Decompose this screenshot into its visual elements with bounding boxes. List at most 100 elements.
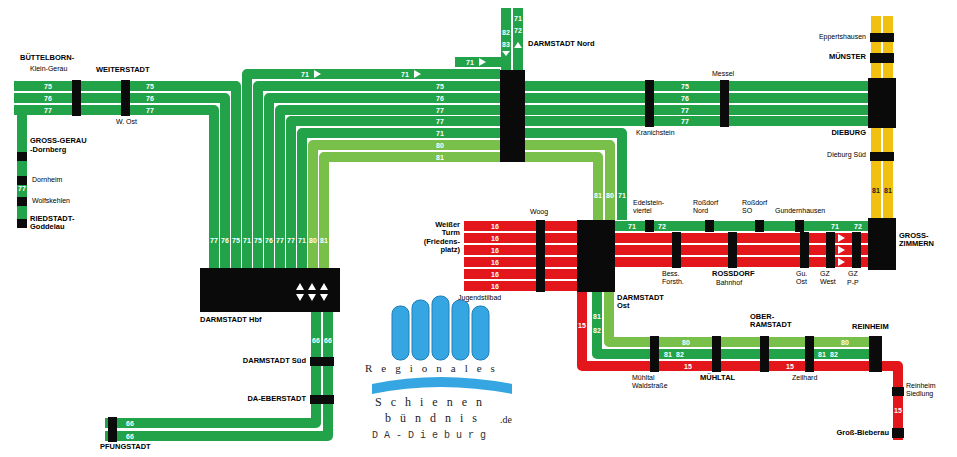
station-marker xyxy=(17,176,27,185)
line-number: 77 xyxy=(44,107,52,114)
station-marker xyxy=(672,232,681,268)
direction-arrow xyxy=(320,294,328,301)
track-lane xyxy=(464,245,580,255)
line-number: 82 xyxy=(593,327,601,334)
station-hub: DARMSTADT Ost xyxy=(577,220,615,292)
direction-arrow xyxy=(296,283,304,290)
track-lane xyxy=(324,157,598,268)
line-number: 81 xyxy=(320,237,328,244)
station-name: MÜNSTER xyxy=(829,53,866,61)
station-marker xyxy=(72,80,81,116)
line-number: 80 xyxy=(841,339,849,346)
station-name: Dornheim xyxy=(32,176,62,184)
track-lane xyxy=(883,128,893,218)
station-name: Gu. Ost xyxy=(796,270,807,285)
line-number: 15 xyxy=(894,407,902,414)
direction-arrow xyxy=(314,70,321,78)
track-lane xyxy=(615,221,868,231)
station-name: RIEDSTADT- Goddelau xyxy=(30,215,74,232)
logo-finger xyxy=(412,300,429,360)
station-name: DA-EBERSTADT xyxy=(247,395,306,403)
track-lane xyxy=(513,8,523,72)
station-marker xyxy=(892,387,904,396)
logo-band xyxy=(372,377,512,394)
station-name: DARMSTADT Süd xyxy=(243,357,306,365)
line-number: 71 xyxy=(831,223,839,230)
station-name: Roßdorf SO xyxy=(742,199,767,214)
station-marker xyxy=(826,232,835,268)
line-number: 66 xyxy=(126,420,134,427)
station-name: GROSS-ZIMMERN xyxy=(899,232,947,249)
line-number: 66 xyxy=(324,337,332,344)
station-marker xyxy=(17,219,27,228)
track-bundle xyxy=(247,74,500,268)
track-lane xyxy=(525,105,868,115)
line-number: 81 xyxy=(872,187,880,194)
line-number: 82 xyxy=(502,29,510,36)
line-number: 77 xyxy=(276,237,284,244)
station-name: Bahnhof xyxy=(716,279,742,287)
station-marker xyxy=(645,80,654,127)
station-name: Groß-Bieberau xyxy=(836,429,889,437)
line-number: 72 xyxy=(514,27,522,34)
line-number: 71 xyxy=(298,237,306,244)
line-number: 15 xyxy=(684,363,692,370)
station-marker xyxy=(795,220,804,232)
direction-arrow xyxy=(514,42,522,48)
line-number: 81 xyxy=(664,351,672,358)
logo-text: Regionales xyxy=(365,362,504,374)
line-number: 71 xyxy=(243,237,251,244)
station-name: Weißer Turm (Friedens- platz) xyxy=(424,221,460,254)
station-name: Roßdorf Nord xyxy=(693,199,718,214)
station-marker xyxy=(720,80,729,127)
track-lane xyxy=(14,110,214,268)
direction-arrow xyxy=(479,58,486,66)
station-name: ROSSDORF xyxy=(712,270,755,278)
station-hub: DARMSTADT Hbf xyxy=(200,268,340,312)
line-number: 75 xyxy=(436,83,444,90)
station-marker xyxy=(17,197,27,206)
station-marker xyxy=(645,220,654,232)
line-number: 76 xyxy=(146,95,154,102)
track-lane xyxy=(582,290,898,440)
logo-text: bündnis xyxy=(385,412,486,425)
station-marker xyxy=(892,428,904,438)
station-marker xyxy=(121,80,130,116)
track-lane xyxy=(597,290,878,354)
station-marker xyxy=(728,232,737,268)
line-number: 66 xyxy=(312,337,320,344)
station-marker xyxy=(712,336,721,372)
station-name: Messel xyxy=(712,70,734,78)
line-number: 77 xyxy=(436,118,444,125)
station-name: Zeilhard xyxy=(792,374,817,382)
track-lane xyxy=(17,114,27,228)
track-lane xyxy=(105,310,316,423)
direction-arrow xyxy=(414,70,421,78)
station-name: Woog xyxy=(530,208,548,216)
track-lane xyxy=(14,98,225,268)
line-number: 81 xyxy=(818,351,826,358)
track-lane xyxy=(464,233,580,243)
station-marker xyxy=(800,232,809,268)
station-name: DARMSTADT Nord xyxy=(528,40,595,48)
line-number: 76 xyxy=(436,95,444,102)
station-name: Dieburg Süd xyxy=(827,151,866,159)
line-number: 76 xyxy=(265,237,273,244)
station-marker xyxy=(536,220,545,292)
direction-arrow xyxy=(308,294,316,301)
line-number: 16 xyxy=(491,283,499,290)
line-number: 75 xyxy=(232,237,240,244)
track-lane xyxy=(105,310,328,436)
station-name: DARMSTADT Ost xyxy=(617,294,675,311)
direction-arrow xyxy=(296,294,304,301)
line-number: 76 xyxy=(44,95,52,102)
line-number: 81 xyxy=(884,187,892,194)
station-name: P-P xyxy=(847,279,859,287)
station-name: Reinheim Siedlung xyxy=(906,382,936,397)
station-hub: DARMSTADT Nord xyxy=(500,70,525,162)
track-lane xyxy=(258,86,500,268)
line-number: 16 xyxy=(491,247,499,254)
direction-arrow xyxy=(838,234,845,242)
